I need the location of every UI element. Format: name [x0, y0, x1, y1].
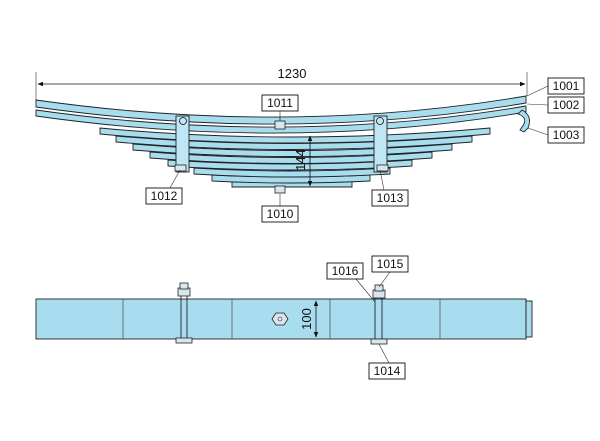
height-dimension: 144	[293, 135, 313, 187]
callout-1010: 1010	[261, 205, 299, 223]
callout-1003-text: 1003	[553, 128, 580, 142]
callout-1011-text: 1011	[267, 96, 293, 110]
center-bolt	[274, 117, 286, 194]
callout-1012: 1012	[145, 187, 183, 205]
callout-1002-text: 1002	[553, 98, 580, 112]
side-view: 1230	[35, 66, 585, 223]
leaf-7	[193, 167, 391, 178]
spring-clip-left	[174, 115, 190, 173]
plan-clip-left	[175, 282, 193, 344]
center-bolt-hex	[271, 312, 289, 326]
callout-1015-text: 1015	[377, 257, 404, 271]
callout-1010-text: 1010	[267, 207, 294, 221]
leaf-eye-end	[517, 109, 530, 133]
length-dimension-value: 1230	[278, 66, 307, 81]
length-dimension: 1230	[35, 66, 528, 100]
callout-1011: 1011	[261, 94, 299, 112]
callout-1016-text: 1016	[332, 264, 359, 278]
callout-1002: 1002	[547, 96, 585, 114]
callout-1014-text: 1014	[374, 364, 401, 378]
leaf-2	[99, 127, 491, 144]
callout-1014: 1014	[368, 362, 406, 380]
width-dimension: 100	[299, 300, 319, 338]
top-view: 100 1016 1015 1014	[35, 255, 533, 380]
callout-1016: 1016	[326, 262, 364, 280]
callout-1013: 1013	[371, 189, 409, 207]
leaf-plan-end	[525, 300, 533, 338]
callout-1012-text: 1012	[151, 189, 178, 203]
callout-1013-text: 1013	[377, 191, 404, 205]
spring-clip-right	[373, 115, 389, 173]
width-dimension-value: 100	[299, 308, 314, 330]
height-dimension-value: 144	[293, 149, 308, 171]
callout-1015: 1015	[371, 255, 409, 273]
callout-1001: 1001	[547, 77, 585, 95]
leaf-4	[132, 143, 453, 157]
callout-1003: 1003	[547, 126, 585, 144]
callout-1001-text: 1001	[553, 79, 580, 93]
side-view-leaders	[169, 85, 549, 206]
leaf-5	[149, 151, 433, 164]
leaf-6	[167, 159, 413, 171]
